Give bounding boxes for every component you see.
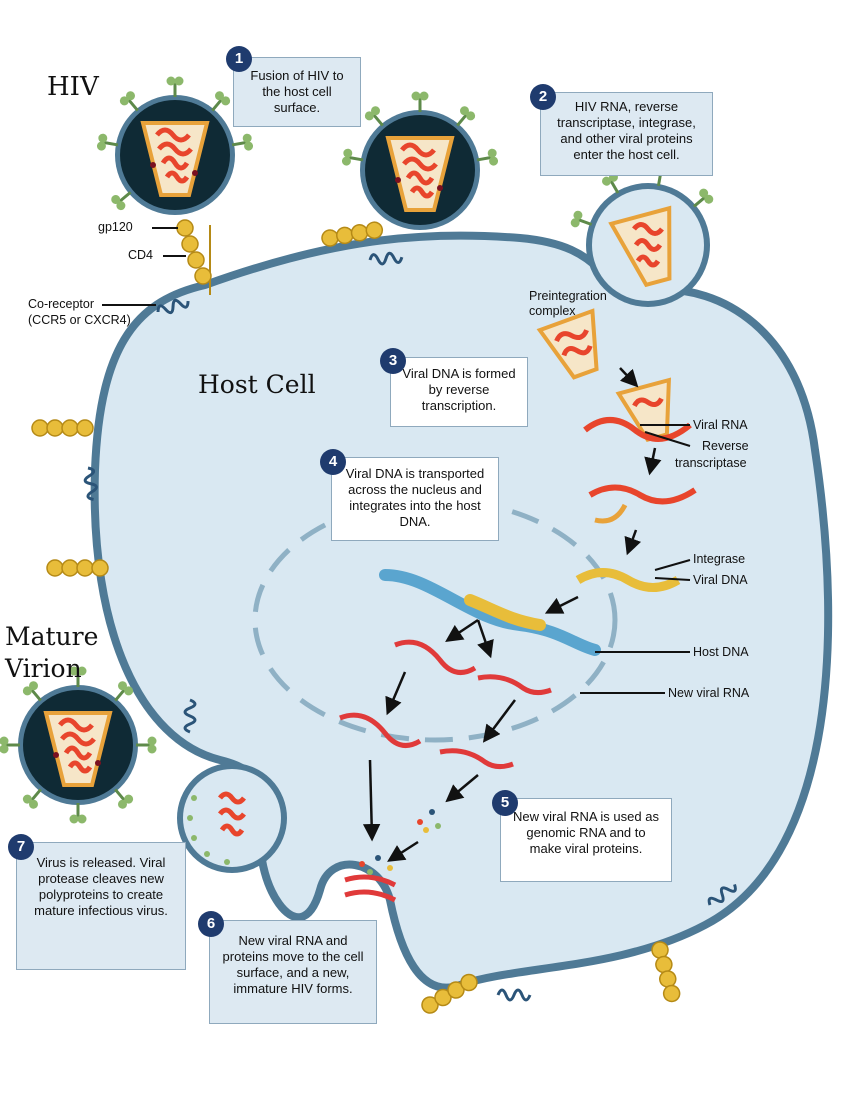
hiv-virion-1 (94, 75, 256, 216)
step-5-badge: 5 (492, 790, 518, 816)
step-6-text: New viral RNA and proteins move to the c… (222, 933, 364, 996)
step-4-badge: 4 (320, 449, 346, 475)
host-dna (379, 569, 601, 656)
step-3-badge: 3 (380, 348, 406, 374)
label-viral-dna: Viral DNA (693, 573, 748, 587)
hiv-virion-2 (339, 90, 501, 231)
step-6-badge: 6 (198, 911, 224, 937)
immature-virion (177, 763, 287, 873)
step-7-text: Virus is released. Viral protease cleave… (34, 855, 168, 918)
title-host-cell: Host Cell (198, 370, 316, 399)
step-3-text: Viral DNA is formed by reverse transcrip… (402, 366, 516, 413)
label-integrase: Integrase (693, 552, 746, 566)
label-leaders (102, 227, 691, 694)
label-gp120: gp120 (98, 220, 133, 234)
step-4-text: Viral DNA is transported across the nucl… (345, 466, 485, 529)
entering-virion (567, 162, 717, 307)
step-2-box: HIV RNA, reverse transcriptase, integras… (540, 92, 713, 176)
label-preintegration-2: complex (529, 304, 576, 318)
step-7-box: Virus is released. Viral protease cleave… (16, 842, 186, 970)
step-1-box: Fusion of HIV to the host cell surface. (233, 57, 361, 127)
step-2-text: HIV RNA, reverse transcriptase, integras… (557, 99, 696, 162)
step-5-text: New viral RNA is used as genomic RNA and… (513, 809, 659, 856)
title-mature-line1: Mature (5, 622, 99, 651)
title-hiv: HIV (47, 72, 99, 102)
step-1-text: Fusion of HIV to the host cell surface. (250, 68, 344, 115)
step-7-badge: 7 (8, 834, 34, 860)
step-1-badge: 1 (226, 46, 252, 72)
flow-arrows (362, 367, 662, 862)
label-reverse-1: Reverse (702, 439, 749, 453)
preintegration-complex (536, 308, 599, 380)
step-5-box: New viral RNA is used as genomic RNA and… (500, 798, 672, 882)
label-coreceptor-2: (CCR5 or CXCR4) (28, 313, 131, 327)
step-3-box: Viral DNA is formed by reverse transcrip… (390, 357, 528, 427)
label-reverse-2: transcriptase (675, 456, 747, 470)
label-new-viral-rna: New viral RNA (668, 686, 750, 700)
label-preintegration-1: Preintegration (529, 289, 607, 303)
viral-dna-integrase (575, 568, 681, 592)
title-mature-line2: Virion (5, 654, 82, 683)
label-host-dna: Host DNA (693, 645, 749, 659)
step-2-badge: 2 (530, 84, 556, 110)
step-6-box: New viral RNA and proteins move to the c… (209, 920, 377, 1024)
label-viral-rna: Viral RNA (693, 418, 748, 432)
step-4-box: Viral DNA is transported across the nucl… (331, 457, 499, 541)
cd4-receptor (176, 219, 212, 295)
label-cd4: CD4 (128, 248, 154, 262)
host-cell-membrane (90, 231, 833, 992)
mature-virion (0, 665, 158, 825)
label-coreceptor-1: Co-receptor (28, 297, 94, 311)
